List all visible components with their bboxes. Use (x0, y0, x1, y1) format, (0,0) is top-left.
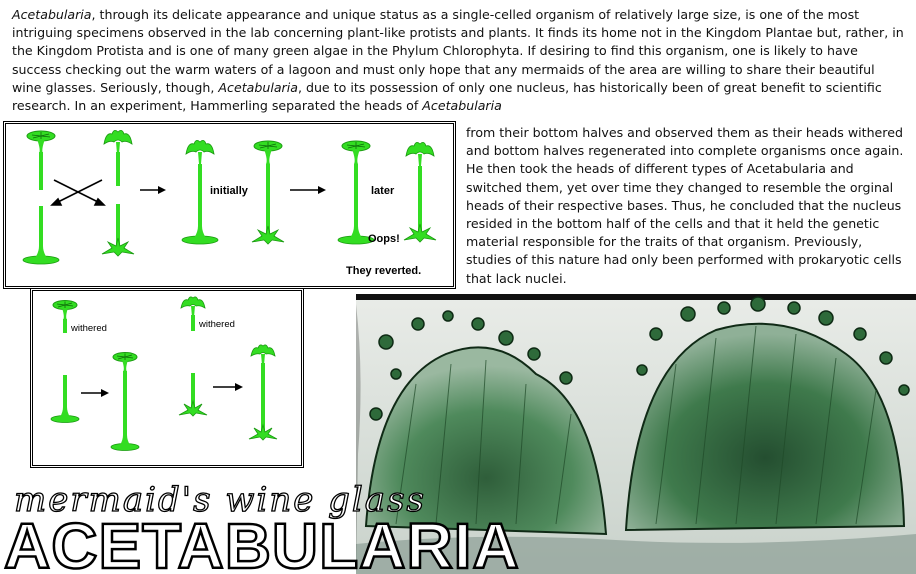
label-withered-2: withered (198, 319, 235, 330)
label-initially: initially (210, 185, 249, 197)
stump-stalk-b (191, 373, 195, 409)
graft-stalk-a (198, 164, 202, 238)
acetabularia-photo (356, 294, 916, 574)
arrow-right-4 (213, 383, 243, 391)
italic-acetabularia-3: Acetabularia (422, 98, 502, 114)
withered-stalk-a (63, 319, 67, 333)
intro-paragraph: Acetabularia, through its delicate appea… (12, 6, 908, 115)
italic-acetabularia-1: Acetabularia (12, 7, 92, 22)
regeneration-diagram: withered withered (50, 296, 278, 451)
arrow-right-2 (290, 186, 326, 194)
base-stalk-a (39, 206, 43, 256)
label-withered-1: withered (70, 323, 107, 334)
base-stalk-b (116, 204, 120, 250)
revert-stalk-a (354, 164, 358, 236)
label-reverted: They reverted. (346, 265, 421, 277)
grafting-diagram: initially later Oops! They reverted. (22, 129, 437, 277)
revert-stalk-b (418, 166, 422, 236)
page-title: ACETABULARIA (3, 510, 520, 574)
graft-stalk-b (266, 164, 270, 236)
regen-stalk-a (123, 371, 127, 443)
label-oops: Oops! (368, 233, 400, 245)
regen-stalk-b (261, 363, 265, 435)
intro-text-2: , due to its possession of only one nucl… (12, 79, 882, 114)
swap-arrows (50, 179, 106, 206)
regeneration-figure: withered withered (32, 290, 302, 466)
withered-stalk-b (191, 315, 195, 331)
italic-acetabularia-2: Acetabularia (218, 79, 298, 95)
intro-text-1: , through its delicate appearance and un… (12, 7, 904, 95)
subtitle-mermaids-wine-glass: mermaid's wine glass (13, 479, 426, 520)
cap-stalk-a (39, 152, 43, 190)
stump-stalk-a (63, 375, 67, 415)
arrow-right-3 (81, 389, 109, 397)
grafting-experiment-figure: initially later Oops! They reverted. (5, 123, 454, 287)
experiment-paragraph: from their bottom halves and observed th… (466, 125, 904, 286)
label-later: later (371, 185, 395, 197)
arrow-right-1 (140, 186, 166, 194)
cap-stalk-b (116, 152, 120, 186)
